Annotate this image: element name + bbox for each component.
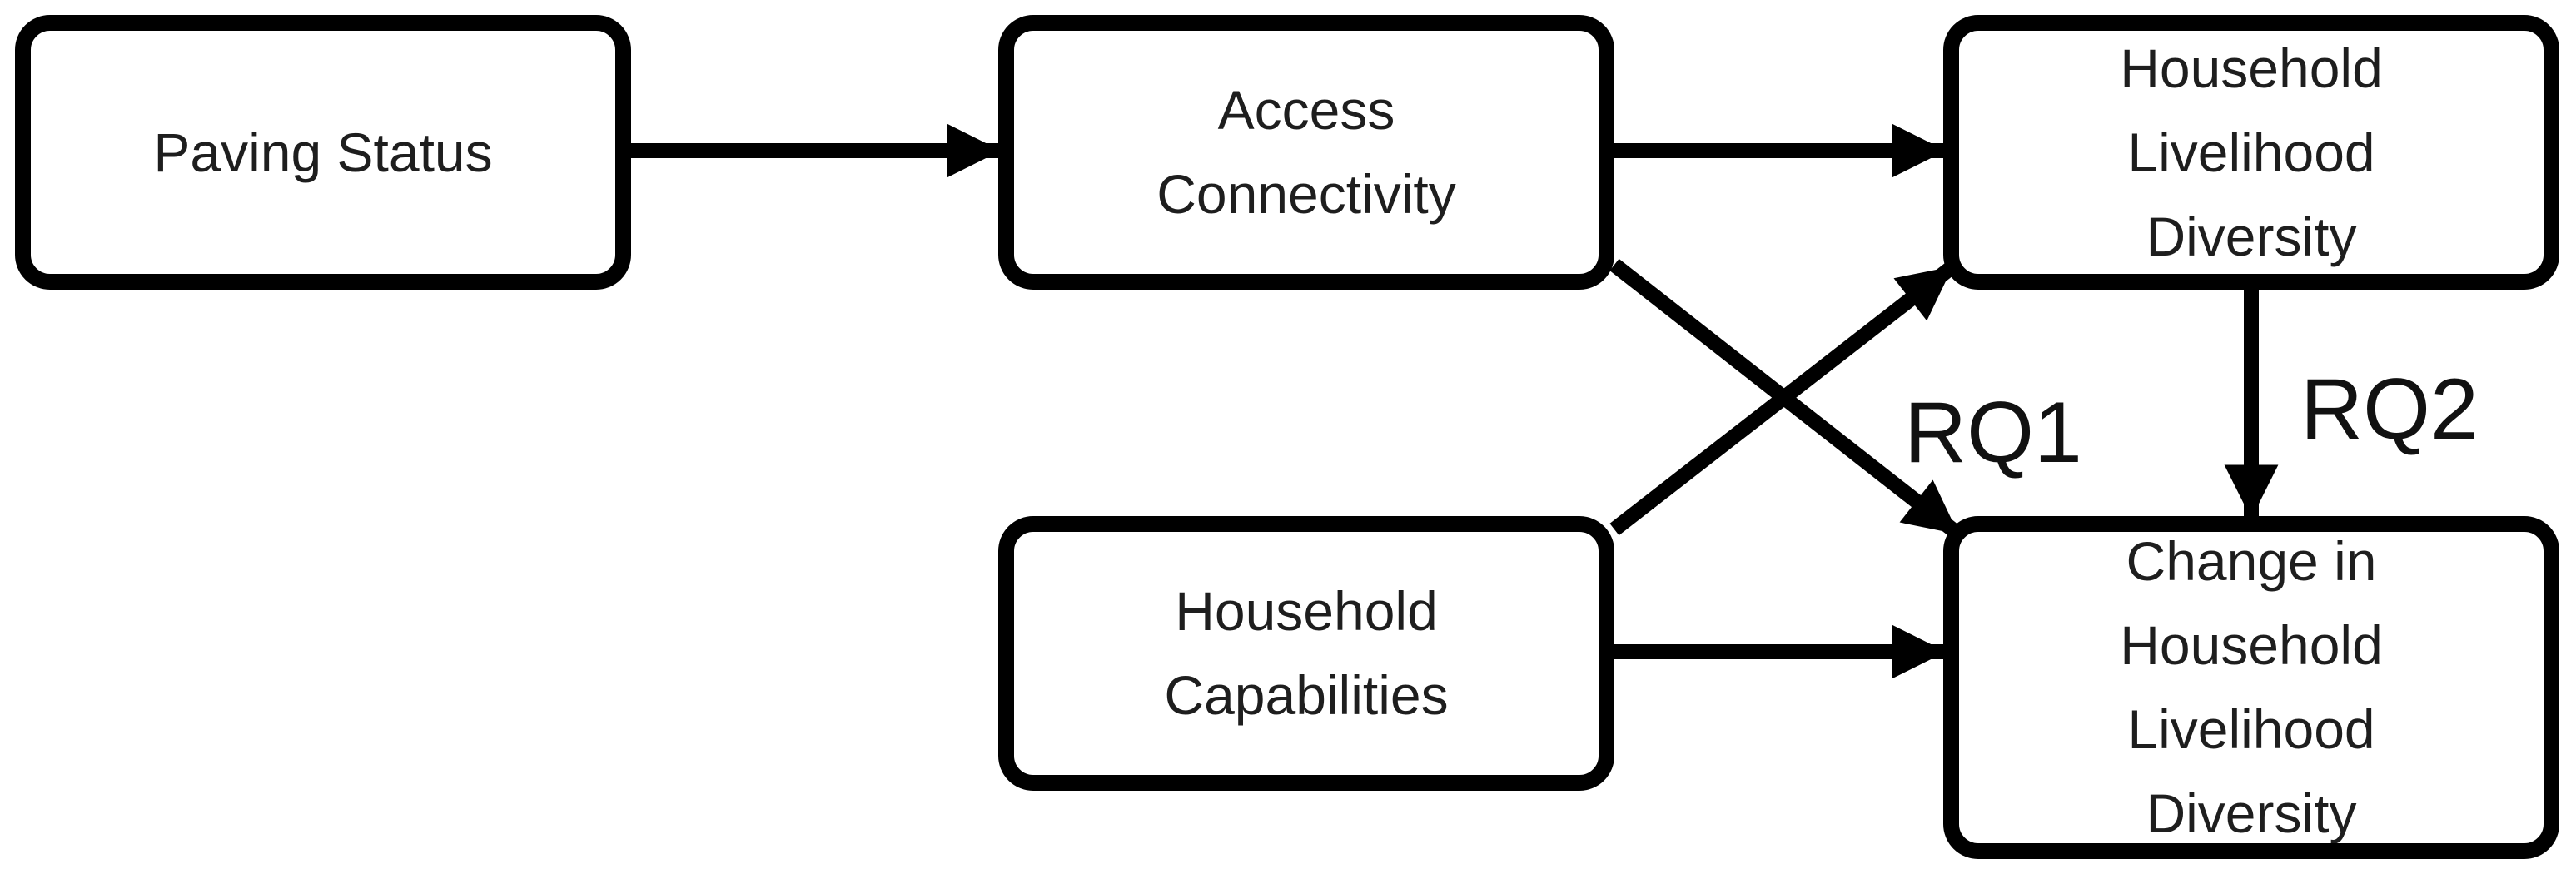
node-access-connectivity: Access Connectivity [998, 15, 1614, 290]
node-household-livelihood-diversity-label: Household Livelihood Diversity [2120, 37, 2383, 267]
node-paving-status: Paving Status [15, 15, 631, 290]
node-paving-status-label: Paving Status [153, 121, 493, 183]
node-change-in-household-livelihood-diversity: Change in Household Livelihood Diversity [1943, 516, 2559, 859]
research-question-2-label: RQ2 [2300, 361, 2479, 458]
node-change-in-household-livelihood-diversity-label: Change in Household Livelihood Diversity [2120, 530, 2383, 844]
node-household-livelihood-diversity: Household Livelihood Diversity [1943, 15, 2559, 290]
node-household-capabilities: Household Capabilities [998, 516, 1614, 791]
node-access-connectivity-label: Access Connectivity [1156, 79, 1456, 225]
arrow-capabilities-to-hld [1609, 261, 1956, 536]
research-question-1-label: RQ1 [1904, 385, 2082, 481]
node-household-capabilities-label: Household Capabilities [1164, 580, 1449, 726]
